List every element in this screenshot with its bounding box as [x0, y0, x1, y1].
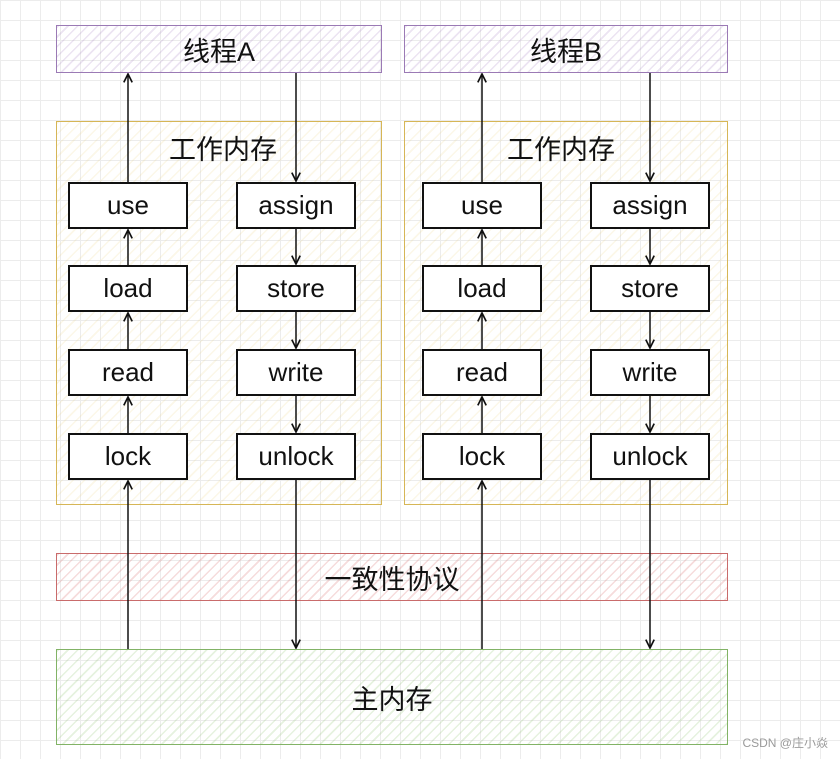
op-load: load	[68, 265, 188, 312]
op-store: store	[590, 265, 710, 312]
op-lock: lock	[68, 433, 188, 480]
main-memory: 主内存	[56, 649, 728, 745]
op-unlock: unlock	[236, 433, 356, 480]
protocol-label: 一致性协议	[324, 564, 460, 595]
thread-a-box: 线程A	[56, 25, 382, 73]
op-read: read	[422, 349, 542, 396]
op-assign: assign	[590, 182, 710, 229]
thread-a-title: 线程A	[182, 36, 255, 67]
thread-b-title: 线程B	[529, 36, 602, 67]
op-use: use	[422, 182, 542, 229]
op-read: read	[68, 349, 188, 396]
op-lock: lock	[422, 433, 542, 480]
thread-b-box: 线程B	[404, 25, 728, 73]
working-memory-b-title: 工作内存	[507, 135, 615, 165]
op-assign: assign	[236, 182, 356, 229]
op-load: load	[422, 265, 542, 312]
op-unlock: unlock	[590, 433, 710, 480]
op-write: write	[236, 349, 356, 396]
main-memory-label: 主内存	[351, 684, 433, 715]
op-use: use	[68, 182, 188, 229]
watermark: CSDN @庄小焱	[742, 736, 828, 750]
op-write: write	[590, 349, 710, 396]
consistency-protocol-band: 一致性协议	[56, 553, 728, 601]
op-store: store	[236, 265, 356, 312]
working-memory-a-title: 工作内存	[169, 135, 277, 165]
